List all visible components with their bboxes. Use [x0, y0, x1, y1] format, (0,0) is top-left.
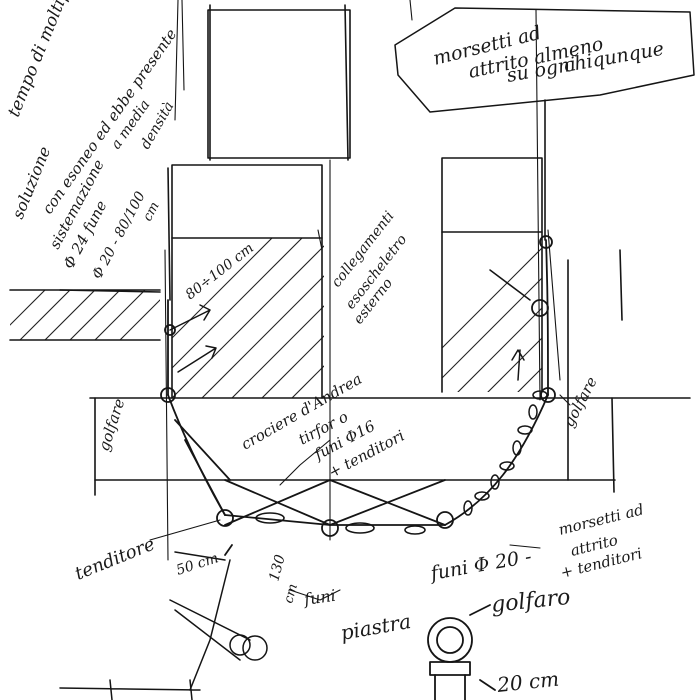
funi-phi-label: funi Φ 20 - — [427, 546, 533, 586]
handwritten-notes: tempo di moltiplic soluzione con esoneo … — [4, 0, 665, 697]
hatched-column-right — [442, 247, 542, 392]
column-outlines — [9, 4, 691, 496]
note-top-left-1: tempo di moltiplic — [4, 0, 81, 120]
leader-lines — [149, 229, 571, 601]
plate-eyebolt-detail — [224, 544, 496, 700]
golfaro-label: golfaro — [490, 585, 572, 618]
note-box-top-right — [394, 7, 695, 113]
golfare-left-label: golfare — [95, 396, 129, 453]
funi-label: funi — [302, 586, 337, 609]
hatched-wall-left — [10, 290, 160, 340]
vertical-guides — [164, 0, 561, 561]
piastra-label: piastra — [339, 609, 413, 645]
tenditore-label: tenditore — [72, 534, 158, 585]
turnbuckles — [255, 512, 426, 535]
arrows — [169, 269, 531, 381]
golfare-right-label: golfare — [560, 374, 601, 430]
dim-50cm: 50 cm — [174, 550, 220, 579]
detail-bottom-left — [59, 551, 268, 700]
chain-right — [463, 390, 548, 516]
dim-130: 130 — [266, 553, 288, 583]
anchor-eyes — [160, 235, 556, 537]
dim-130-unit: cm — [281, 582, 301, 605]
morsetti-label-1: morsetti ad — [557, 500, 646, 539]
dim-20cm: 20 cm — [495, 667, 560, 697]
cable-cradle — [167, 239, 549, 526]
hatched-column-center — [172, 238, 324, 398]
